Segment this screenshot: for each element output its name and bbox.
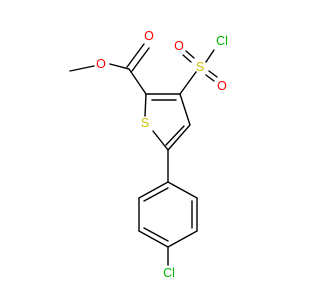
bond-phenyl-6-1-inner	[143, 187, 169, 202]
bond-ring-sulfonyl	[179, 71, 197, 95]
bond-oxygen-carbonyl-carbon	[109, 63, 130, 70]
bond-methyl-oxygen	[69, 65, 95, 72]
bond-sulfonyl-o-right-b	[205, 74, 215, 82]
bond-phenyl-1-2	[167, 181, 198, 199]
bond-carbonyl-double-b	[131, 47, 150, 72]
bond-phenyl-6-1	[138, 181, 169, 199]
atom-carbonyl-oxygen: O	[144, 29, 154, 43]
bond-carbonyl-ring	[128, 68, 147, 95]
bond-ring-s-c2	[144, 93, 147, 117]
bond-phenyl-4-5-inner	[143, 227, 169, 242]
bond-ring-c4-c5-inner	[165, 125, 185, 146]
bond-phenyl-4-5	[138, 230, 169, 248]
bond-sulfonyl-o-left-b	[185, 50, 195, 59]
bond-ring-c3-c4	[179, 93, 191, 126]
molecule-structure: O O S Cl O O S Cl	[69, 29, 228, 280]
bond-sulfonyl-o-right-a	[208, 70, 218, 78]
atom-ring-sulfur: S	[141, 116, 149, 130]
bond-phenyl-3-4	[167, 230, 198, 248]
atom-sulfonyl-oxygen-left: O	[174, 39, 184, 53]
bond-ring-c5-s	[152, 130, 169, 151]
atom-sulfonyl-sulfur: S	[196, 60, 204, 74]
atom-labels: O O S Cl O O S Cl	[96, 29, 228, 280]
bond-sulfonyl-o-left-a	[182, 54, 192, 63]
atom-aryl-chlorine: Cl	[163, 266, 175, 280]
atom-ester-oxygen: O	[96, 57, 106, 71]
atom-sulfonyl-chlorine: Cl	[216, 34, 228, 48]
bonds	[69, 43, 218, 266]
bond-sulfonyl-chlorine	[205, 49, 215, 63]
atom-sulfonyl-oxygen-right: O	[217, 79, 227, 93]
bond-carbonyl-double-a	[126, 43, 145, 68]
bond-ring-c4-c5-outer	[167, 124, 191, 151]
